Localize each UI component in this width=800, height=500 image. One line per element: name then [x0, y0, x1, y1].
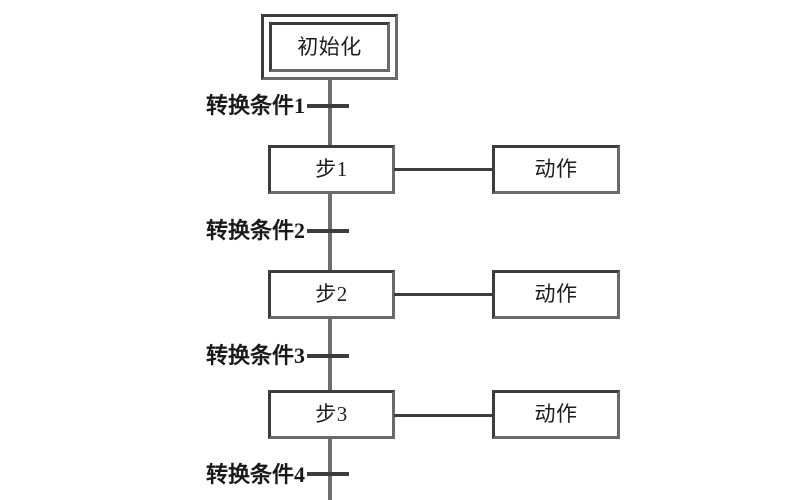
action-box-2[interactable]: 动作 — [492, 270, 620, 319]
trunk-line-t3-to-step3 — [328, 353, 332, 391]
trunk-line-t4-to-bottom — [328, 470, 332, 500]
action-connector-2 — [394, 293, 493, 296]
action-connector-3 — [394, 414, 493, 417]
step-box-3[interactable]: 步3 — [268, 390, 395, 439]
action-box-1[interactable]: 动作 — [492, 145, 620, 194]
trunk-line-step1-to-t2 — [328, 193, 332, 235]
action-label-1: 动作 — [534, 157, 578, 181]
transition-label-4: 转换条件4 — [205, 462, 305, 487]
step-box-2[interactable]: 步2 — [268, 270, 395, 319]
step-label-3: 步3 — [315, 402, 348, 426]
transition-tick-3 — [307, 354, 349, 358]
transition-tick-2 — [307, 229, 349, 233]
action-connector-1 — [394, 168, 493, 171]
initial-step-label: 初始化 — [297, 34, 362, 59]
step-box-1[interactable]: 步1 — [268, 145, 395, 194]
trunk-line-initial-to-t1 — [328, 80, 332, 107]
action-box-3[interactable]: 动作 — [492, 390, 620, 439]
trunk-line-t1-to-step1 — [328, 103, 332, 146]
transition-tick-4 — [307, 472, 349, 476]
action-label-3: 动作 — [534, 402, 578, 426]
action-label-2: 动作 — [534, 282, 578, 306]
trunk-line-step3-to-t4 — [328, 438, 332, 478]
trunk-line-step2-to-t3 — [328, 318, 332, 360]
step-label-1: 步1 — [315, 157, 348, 181]
transition-tick-1 — [307, 104, 349, 108]
transition-label-2: 转换条件2 — [205, 218, 305, 243]
initial-step-box[interactable]: 初始化 — [261, 14, 398, 80]
transition-label-3: 转换条件3 — [205, 343, 305, 368]
step-label-2: 步2 — [315, 282, 348, 306]
trunk-line-t2-to-step2 — [328, 228, 332, 271]
transition-label-1: 转换条件1 — [205, 93, 305, 118]
initial-step-inner-frame: 初始化 — [269, 22, 390, 72]
